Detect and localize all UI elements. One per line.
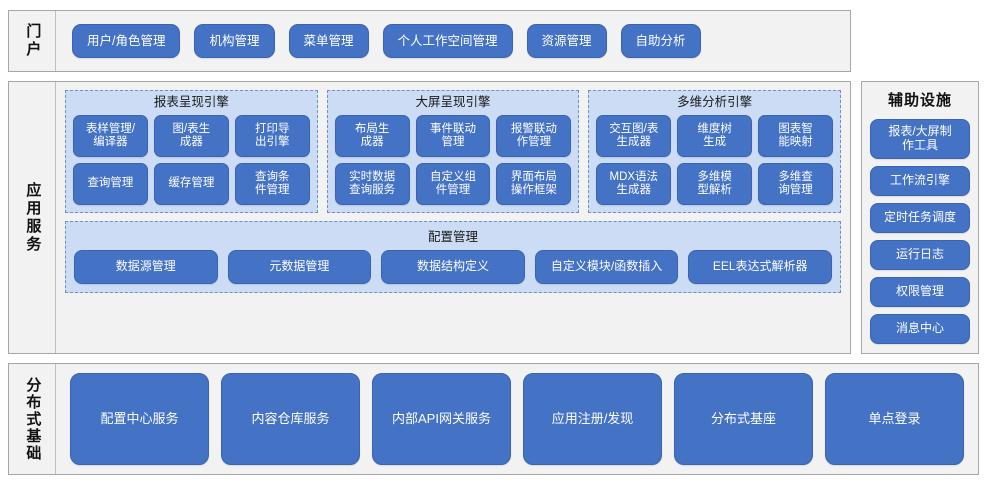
engine-title-dashboard: 大屏呈现引擎 <box>415 95 491 109</box>
engine-item-report-1[interactable]: 图/表生 成器 <box>153 115 229 157</box>
engine-grid-report: 表样管理/ 编译器 图/表生 成器 打印导 出引擎 查询管理 缓存管理 查询条 … <box>73 115 310 205</box>
engine-row: 报表呈现引擎 表样管理/ 编译器 图/表生 成器 打印导 出引擎 查询管理 缓存… <box>65 90 842 213</box>
engine-item-report-2[interactable]: 打印导 出引擎 <box>234 115 310 157</box>
portal-band: 门户 用户/角色管理 机构管理 菜单管理 个人工作空间管理 资源管理 自助分析 <box>8 10 851 72</box>
engine-item-dashboard-5[interactable]: 界面布局 操作框架 <box>496 163 572 205</box>
portal-items-container: 用户/角色管理 机构管理 菜单管理 个人工作空间管理 资源管理 自助分析 <box>55 11 850 71</box>
application-services-band: 应用服务 报表呈现引擎 表样管理/ 编译器 图/表生 成器 打印导 出引擎 查询… <box>8 81 851 354</box>
infra-item-app-registry-discovery[interactable]: 应用注册/发现 <box>523 373 662 465</box>
config-item-custom-module-function[interactable]: 自定义模块/函数插入 <box>534 250 679 284</box>
portal-item-menu-management[interactable]: 菜单管理 <box>288 24 369 58</box>
portal-item-self-service-analysis[interactable]: 自助分析 <box>620 24 701 58</box>
engine-item-dashboard-4[interactable]: 自定义组 件管理 <box>415 163 491 205</box>
distributed-foundation-items: 配置中心服务 内容仓库服务 内部API网关服务 应用注册/发现 分布式基座 单点… <box>55 364 978 474</box>
aux-item-runtime-log[interactable]: 运行日志 <box>870 240 970 270</box>
engine-title-report: 报表呈现引擎 <box>153 95 229 109</box>
config-management-panel: 配置管理 数据源管理 元数据管理 数据结构定义 自定义模块/函数插入 EEL表达… <box>65 221 841 293</box>
engine-item-olap-2[interactable]: 图表智 能映射 <box>758 115 834 157</box>
engine-item-dashboard-1[interactable]: 事件联动 管理 <box>415 115 491 157</box>
engine-item-olap-3[interactable]: MDX语法 生成器 <box>596 163 672 205</box>
application-services-body: 报表呈现引擎 表样管理/ 编译器 图/表生 成器 打印导 出引擎 查询管理 缓存… <box>55 82 850 353</box>
engine-item-olap-0[interactable]: 交互图/表 生成器 <box>596 115 672 157</box>
config-item-data-structure-definition[interactable]: 数据结构定义 <box>381 250 525 284</box>
distributed-foundation-label: 分布式基础 <box>24 376 42 462</box>
config-management-title: 配置管理 <box>427 230 478 244</box>
engine-panel-dashboard: 大屏呈现引擎 布局生 成器 事件联动 管理 报警联动 作管理 实时数据 查询服务… <box>326 90 580 213</box>
engine-item-dashboard-2[interactable]: 报警联动 作管理 <box>496 115 572 157</box>
engine-item-report-4[interactable]: 缓存管理 <box>153 163 229 205</box>
config-management-row: 数据源管理 元数据管理 数据结构定义 自定义模块/函数插入 EEL表达式解析器 <box>74 250 832 284</box>
main-area: 应用服务 报表呈现引擎 表样管理/ 编译器 图/表生 成器 打印导 出引擎 查询… <box>8 81 979 354</box>
aux-item-scheduled-task[interactable]: 定时任务调度 <box>870 203 970 233</box>
portal-band-label: 门户 <box>24 23 42 59</box>
aux-col-spacer <box>861 10 979 72</box>
engine-item-report-5[interactable]: 查询条 件管理 <box>234 163 310 205</box>
engine-panel-report: 报表呈现引擎 表样管理/ 编译器 图/表生 成器 打印导 出引擎 查询管理 缓存… <box>65 90 318 213</box>
aux-facilities-title: 辅助设施 <box>887 92 952 109</box>
engine-item-dashboard-3[interactable]: 实时数据 查询服务 <box>334 163 410 205</box>
aux-item-permission-management[interactable]: 权限管理 <box>870 277 970 307</box>
engine-item-dashboard-0[interactable]: 布局生 成器 <box>334 115 410 157</box>
portal-item-org-management[interactable]: 机构管理 <box>194 24 275 58</box>
engine-grid-dashboard: 布局生 成器 事件联动 管理 报警联动 作管理 实时数据 查询服务 自定义组 件… <box>334 115 572 205</box>
portal-item-resource-management[interactable]: 资源管理 <box>526 24 607 58</box>
aux-item-message-center[interactable]: 消息中心 <box>870 314 970 344</box>
application-services-label: 应用服务 <box>24 181 42 254</box>
engine-panel-olap: 多维分析引擎 交互图/表 生成器 维度树 生成 图表智 能映射 MDX语法 生成… <box>588 90 842 213</box>
engine-item-olap-4[interactable]: 多维模 型解析 <box>677 163 753 205</box>
distributed-foundation-band: 分布式基础 配置中心服务 内容仓库服务 内部API网关服务 应用注册/发现 分布… <box>8 363 979 475</box>
top-row: 门户 用户/角色管理 机构管理 菜单管理 个人工作空间管理 资源管理 自助分析 <box>8 10 979 72</box>
engine-item-report-3[interactable]: 查询管理 <box>73 163 148 205</box>
aux-item-report-dashboard-tool[interactable]: 报表/大屏制 作工具 <box>870 119 970 159</box>
engine-item-report-0[interactable]: 表样管理/ 编译器 <box>73 115 148 157</box>
config-item-eel-expression-parser[interactable]: EEL表达式解析器 <box>688 250 832 284</box>
engine-item-olap-5[interactable]: 多维查 询管理 <box>758 163 834 205</box>
infra-item-config-center-service[interactable]: 配置中心服务 <box>70 373 209 465</box>
engine-grid-olap: 交互图/表 生成器 维度树 生成 图表智 能映射 MDX语法 生成器 多维模 型… <box>596 115 834 205</box>
aux-facilities-panel: 辅助设施 报表/大屏制 作工具 工作流引擎 定时任务调度 运行日志 权限管理 消… <box>861 81 979 354</box>
aux-item-workflow-engine[interactable]: 工作流引擎 <box>870 166 970 196</box>
infra-item-internal-api-gateway-service[interactable]: 内部API网关服务 <box>372 373 511 465</box>
infra-item-single-sign-on[interactable]: 单点登录 <box>825 373 964 465</box>
portal-item-user-role-management[interactable]: 用户/角色管理 <box>72 24 181 58</box>
config-item-metadata-management[interactable]: 元数据管理 <box>227 250 372 284</box>
infra-item-content-repository-service[interactable]: 内容仓库服务 <box>221 373 360 465</box>
infra-item-distributed-base[interactable]: 分布式基座 <box>674 373 813 465</box>
portal-item-personal-workspace-management[interactable]: 个人工作空间管理 <box>382 24 513 58</box>
config-item-datasource-management[interactable]: 数据源管理 <box>74 250 218 284</box>
engine-item-olap-1[interactable]: 维度树 生成 <box>677 115 753 157</box>
engine-title-olap: 多维分析引擎 <box>677 95 753 109</box>
